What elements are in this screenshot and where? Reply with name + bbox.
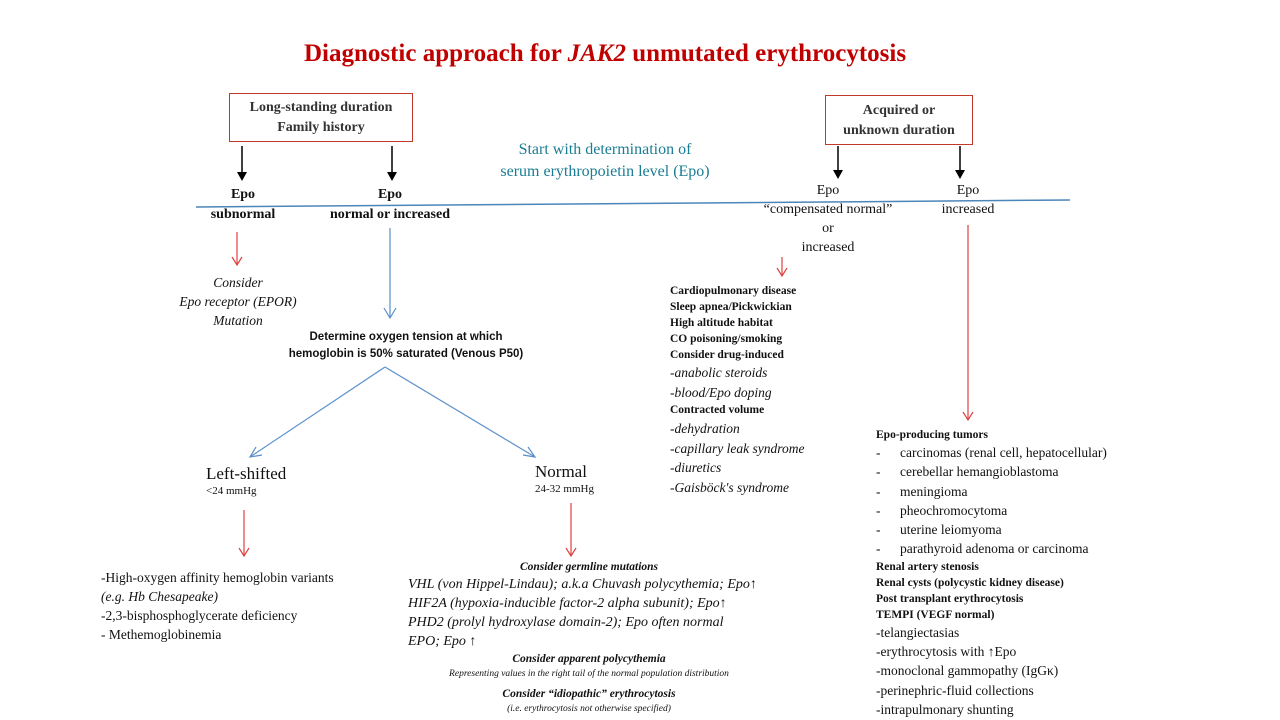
epo-compensated: Epo “compensated normal” or increased (763, 183, 893, 255)
list-item: Contracted volume (670, 404, 765, 416)
germline-header: Consider germline mutations (519, 561, 659, 573)
arrow-box-left-subnormal (237, 146, 247, 181)
list-item: - Methemoglobinemia (101, 627, 222, 642)
consider-epor: Consider Epo receptor (EPOR) Mutation (179, 275, 297, 328)
list-item: Renal artery stenosis (876, 560, 979, 573)
secondary-causes: Cardiopulmonary disease Sleep apnea/Pick… (670, 283, 860, 497)
list-item: -parathyroid adenoma or carcinoma (876, 541, 1089, 557)
left-shifted-label: Left-shifted (206, 464, 287, 483)
list-item: VHL (von Hippel-Lindau); a.k.a Chuvash p… (408, 577, 757, 592)
arrow-leftshift-causes (238, 510, 250, 558)
list-item: TEMPI (VEGF normal) (876, 608, 995, 621)
normal-range: 24-32 mmHg (535, 483, 594, 495)
epo-normal-increased: Epo normal or increased (329, 187, 451, 222)
list-item: High altitude habitat (670, 317, 773, 329)
list-item: HIF2A (hypoxia-inducible factor-2 alpha … (408, 596, 727, 611)
list-item: Cardiopulmonary disease (670, 285, 797, 297)
list-item: PHD2 (prolyl hydroxylase domain-2); Epo … (408, 615, 724, 630)
apparent-sub: Representing values in the right tail of… (449, 669, 729, 679)
arrow-normal-germline (565, 503, 577, 558)
left-shifted-node: Left-shifted <24 mmHg (206, 464, 336, 498)
arrow-increased-tumors (962, 225, 974, 422)
list-item: -High-oxygen affinity hemoglobin variant… (101, 570, 334, 585)
arrow-compensated-causes (776, 257, 788, 278)
tumors-header: Epo-producing tumors (876, 429, 988, 441)
arrow-p50-normal (384, 366, 537, 458)
list-item: -pheochromocytoma (876, 502, 1008, 518)
list-item: -perinephric-fluid collections (876, 682, 1034, 698)
list-item: -monoclonal gammopathy (IgGκ) (876, 663, 1059, 679)
epo-increased: Epo increased (941, 183, 995, 217)
epo-subnormal: Epo subnormal (210, 187, 276, 222)
apparent-header: Consider apparent polycythemia (512, 653, 666, 665)
list-item: Sleep apnea/Pickwickian (670, 301, 792, 313)
list-item: -diuretics (670, 460, 722, 475)
list-item: -telangiectasias (876, 624, 960, 640)
arrow-box-right-increased (955, 146, 965, 179)
list-item: EPO; Epo ↑ (408, 634, 477, 649)
arrow-subnormal-epor (231, 232, 243, 267)
list-item: -Gaisböck's syndrome (670, 479, 789, 495)
arrow-normal-p50 (383, 228, 397, 320)
list-item: -anabolic steroids (670, 365, 768, 380)
idiopathic-header: Consider “idiopathic” erythrocytosis (502, 688, 676, 700)
list-item: -cerebellar hemangioblastoma (876, 464, 1059, 480)
list-item: CO poisoning/smoking (670, 333, 783, 345)
arrow-box-left-normal (387, 146, 397, 181)
start-instruction: Start with determination of serum erythr… (500, 141, 710, 180)
germline-section: Consider germline mutations VHL (von Hip… (408, 559, 770, 716)
oxygen-tension-step: Determine oxygen tension at which hemogl… (288, 331, 524, 360)
list-item: -2,3-bisphosphoglycerate deficiency (101, 608, 298, 623)
list-item: -erythrocytosis with ↑Epo (876, 644, 1017, 660)
list-item: -intrapulmonary shunting (876, 701, 1014, 717)
normal-node: Normal 24-32 mmHg (535, 462, 645, 496)
list-item: -carcinomas (renal cell, hepatocellular) (876, 445, 1107, 460)
epo-producing-tumors: Epo-producing tumors -carcinomas (renal … (876, 428, 1176, 719)
page-title: Diagnostic approach for JAK2 unmutated e… (303, 40, 907, 67)
left-shifted-range: <24 mmHg (206, 485, 257, 497)
list-item: -capillary leak syndrome (670, 440, 805, 456)
list-item: Post transplant erythrocytosis (876, 592, 1024, 605)
box-long-standing: Long-standing duration Family history (229, 93, 413, 142)
list-item: Consider drug-induced (670, 349, 784, 361)
list-item: Renal cysts (polycystic kidney disease) (876, 576, 1064, 589)
idiopathic-sub: (i.e. erythrocytosis not otherwise speci… (507, 704, 671, 714)
left-shift-causes: -High-oxygen affinity hemoglobin variant… (101, 568, 391, 644)
list-item: -blood/Epo doping (670, 384, 772, 400)
gene-name: JAK2 (567, 40, 626, 67)
list-item: (e.g. Hb Chesapeake) (101, 589, 218, 604)
arrow-p50-leftshifted (248, 366, 386, 458)
list-item: -uterine leiomyoma (876, 522, 1002, 538)
divider-line (195, 199, 1071, 208)
list-item: -dehydration (670, 421, 740, 436)
normal-label: Normal (535, 462, 587, 481)
box-acquired: Acquired or unknown duration (825, 95, 973, 145)
list-item: -meningioma (876, 483, 968, 499)
arrow-box-right-compensated (833, 146, 843, 179)
